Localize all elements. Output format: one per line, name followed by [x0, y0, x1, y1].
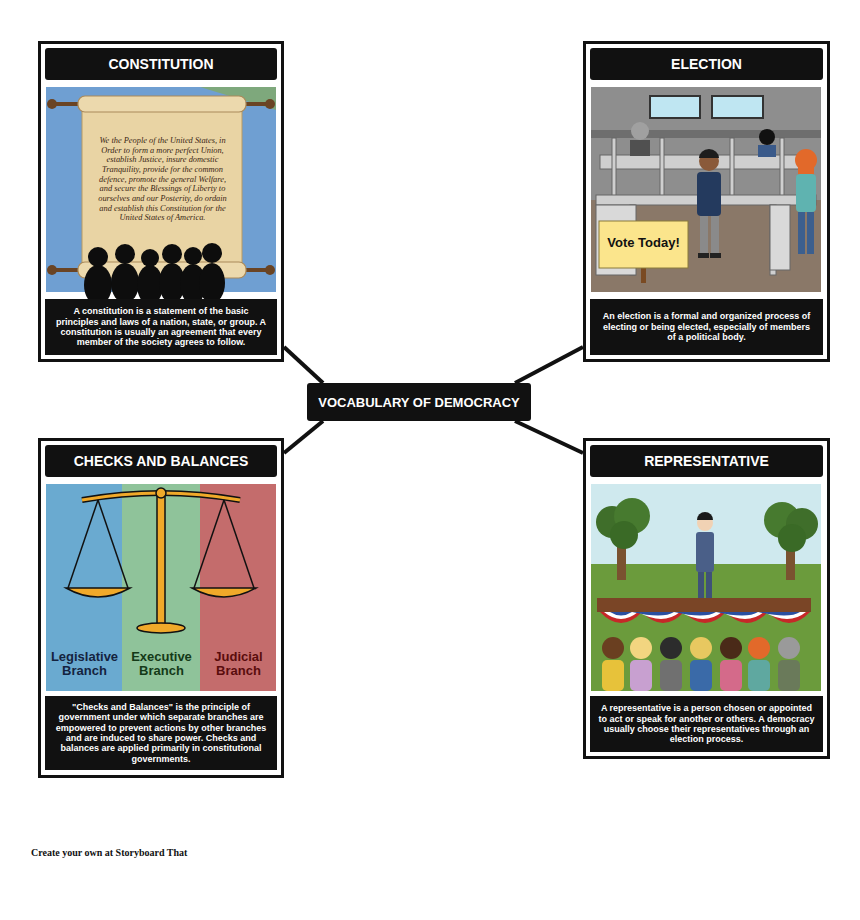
balance-scale-picture — [46, 484, 276, 691]
speaker-stage-picture — [591, 484, 821, 691]
card-heading: CONSTITUTION — [45, 48, 277, 80]
topic-title: VOCABULARY OF DEMOCRACY — [318, 395, 520, 410]
constitution-scroll-picture — [46, 87, 276, 305]
branch-label: Executive Branch — [124, 650, 199, 679]
branch-label: Judicial Branch — [202, 650, 275, 679]
preamble-text: We the People of the United States, in O… — [94, 136, 231, 223]
watermark: Create your own at Storyboard That — [31, 847, 187, 859]
topic-box: VOCABULARY OF DEMOCRACY — [307, 383, 531, 421]
vocabulary-card: CHECKS AND BALANCES "Checks and Balances"… — [38, 438, 284, 778]
card-definition: "Checks and Balances" is the principle o… — [45, 696, 277, 770]
card-definition: An election is a formal and organized pr… — [590, 299, 823, 355]
sign-text: Vote Today! — [600, 235, 687, 251]
polling-station-picture — [591, 87, 821, 292]
connector-line — [515, 347, 583, 383]
card-heading: ELECTION — [590, 48, 823, 80]
connector-line — [515, 421, 583, 453]
vocabulary-card: ELECTION An election is a formal and orga… — [583, 41, 830, 362]
card-definition: A constitution is a statement of the bas… — [45, 299, 277, 355]
vocabulary-card: REPRESENTATIVE A representative is a pers… — [583, 438, 830, 759]
connector-line — [284, 421, 323, 453]
card-heading: CHECKS AND BALANCES — [45, 445, 277, 477]
branch-label: Legislative Branch — [48, 650, 121, 679]
connector-line — [284, 347, 323, 383]
card-heading: REPRESENTATIVE — [590, 445, 823, 477]
card-definition: A representative is a person chosen or a… — [590, 696, 823, 752]
